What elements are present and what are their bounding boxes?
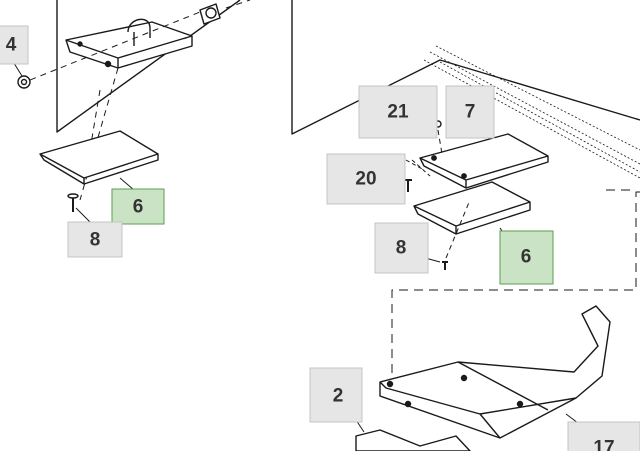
washer-icon <box>17 75 31 89</box>
callout-label: 20 <box>355 169 376 190</box>
callout-label: 8 <box>90 230 101 251</box>
left-shield-plate <box>39 130 159 185</box>
callout-label: 7 <box>465 102 476 123</box>
callout-label: 21 <box>387 102 409 123</box>
large-bracket <box>379 305 611 439</box>
callout-label: 17 <box>593 438 614 451</box>
callout-label: 8 <box>396 238 407 259</box>
right-assembly <box>291 0 640 451</box>
callout-7[interactable]: 7 <box>445 85 495 139</box>
callout-6-left[interactable]: 6 <box>111 188 165 225</box>
callout-label: 4 <box>6 35 17 56</box>
callout-4[interactable]: 4 <box>0 25 29 65</box>
callout-label: 6 <box>133 197 144 218</box>
callout-20[interactable]: 20 <box>326 153 406 205</box>
callout-17[interactable]: 17 <box>567 421 640 451</box>
right-upper-plate <box>419 133 549 189</box>
callout-label: 2 <box>333 386 344 407</box>
callouts: 4 6 8 21 7 20 8 <box>0 25 640 451</box>
callout-21[interactable]: 21 <box>358 85 438 139</box>
ribbed-edge <box>423 45 640 179</box>
callout-2[interactable]: 2 <box>309 367 363 423</box>
lower-partial-plate <box>355 429 471 451</box>
left-top-bracket <box>65 21 193 69</box>
right-lower-plate <box>413 181 531 235</box>
left-assembly <box>11 0 251 225</box>
callout-6-right[interactable]: 6 <box>499 230 554 285</box>
callout-label: 6 <box>521 247 532 268</box>
callout-8-left[interactable]: 8 <box>67 221 123 258</box>
callout-8-right[interactable]: 8 <box>374 222 429 274</box>
